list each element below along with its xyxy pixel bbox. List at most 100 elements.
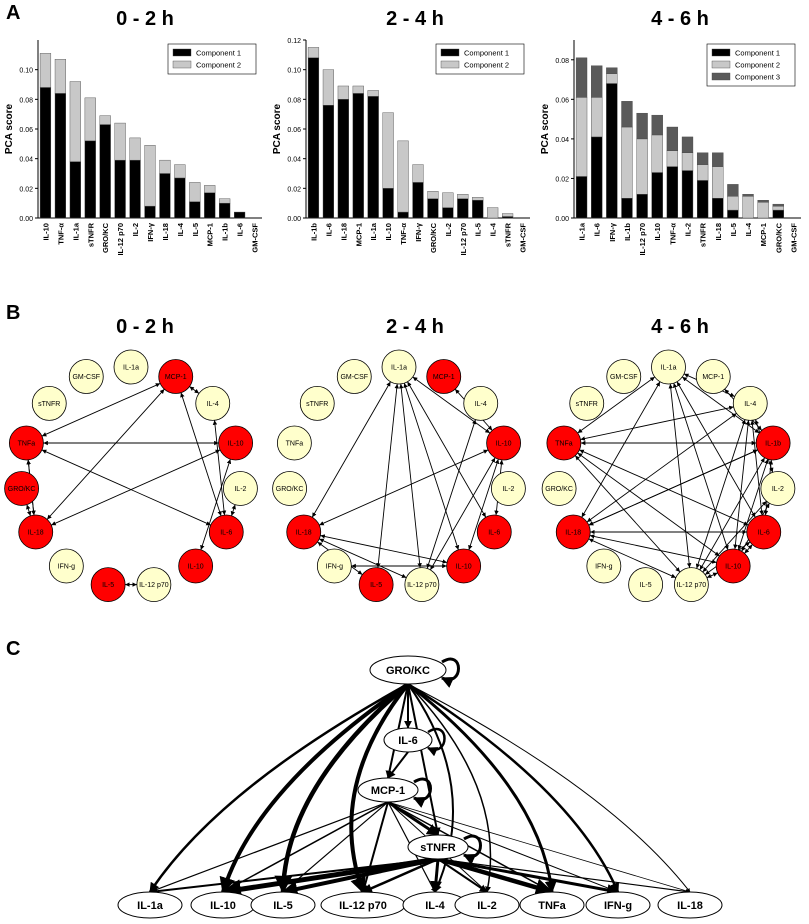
bar-segment <box>99 124 111 219</box>
bar-segment <box>502 216 514 219</box>
network-node-label: IL-12 p70 <box>677 582 707 589</box>
y-tick-label: 0.06 <box>19 127 33 134</box>
hierarchy-node-top-label: GRO/KC <box>386 665 430 677</box>
network-node-label: IL-4 <box>744 401 756 408</box>
network-node-label: sTNFR <box>306 401 328 408</box>
bar-segment <box>472 197 484 201</box>
bar-segment <box>367 96 379 219</box>
legend-swatch <box>711 60 731 69</box>
x-tick-label: MCP-1 <box>354 223 363 246</box>
hierarchy-node-bottom-label: TNFa <box>538 900 566 912</box>
bar-segment <box>591 65 603 98</box>
x-tick-label: IL-4 <box>489 222 498 236</box>
x-tick-label: IFN-γ <box>414 222 423 242</box>
network-edge <box>579 449 749 526</box>
network-node <box>695 359 731 394</box>
bar-segment <box>39 53 52 88</box>
x-tick-label: IL-18 <box>339 223 348 241</box>
bar-segment <box>487 207 499 219</box>
network-edge <box>695 419 746 569</box>
network-node-label: IL-6 <box>758 530 770 537</box>
hierarchy-edge <box>407 683 441 836</box>
legend-entry: Component 1 <box>735 49 780 58</box>
network-edge <box>426 419 477 569</box>
network-edge <box>230 504 236 516</box>
network-node-label: IL-10 <box>456 563 472 570</box>
network-node <box>541 471 577 506</box>
y-tick-label: 0.12 <box>287 38 301 45</box>
hierarchy-node-bottom-label: IFN-g <box>604 900 632 912</box>
legend-entry: Component 3 <box>735 73 780 82</box>
network-node <box>606 359 642 394</box>
bar-segment <box>397 140 409 213</box>
y-tick-label: 0.06 <box>287 127 301 134</box>
bar-segment <box>307 47 320 58</box>
network-node-label: TNFa <box>555 441 573 448</box>
legend-entry: Component 1 <box>196 49 241 58</box>
bar-segment <box>174 164 186 179</box>
network-node <box>755 425 791 461</box>
y-tick-label: 0.08 <box>287 97 301 104</box>
x-tick-label: IL-5 <box>729 223 738 236</box>
bar-segment <box>772 209 784 219</box>
x-tick-label: MCP-1 <box>759 223 768 246</box>
network-node <box>358 567 394 602</box>
x-tick-label: TNF-α <box>56 223 65 245</box>
network-node <box>68 359 104 394</box>
bar-segment <box>427 191 439 199</box>
network-node-label: IL-2 <box>234 486 246 493</box>
network-node <box>136 567 172 602</box>
network-node-label: IL-2 <box>772 486 784 493</box>
legend-entry: Component 2 <box>196 61 241 70</box>
bar-segment <box>189 182 201 202</box>
hierarchy-edge <box>362 857 439 894</box>
network-4-6h: sTNFRGM-CSFIL-1aMCP-1IL-4IL-1bIL-2IL-6IL… <box>541 349 796 602</box>
bar-segment <box>189 201 201 219</box>
bar-segment <box>367 90 379 97</box>
bar-segment <box>696 164 709 181</box>
x-tick-label: GRO/KC <box>429 222 438 253</box>
bar-segment <box>352 85 364 94</box>
bar-segment <box>144 145 156 207</box>
network-node <box>286 514 322 550</box>
network-node <box>586 548 622 584</box>
hierarchy-edge <box>148 682 409 893</box>
network-node <box>222 471 258 506</box>
hierarchy-edge <box>387 801 553 893</box>
network-edge <box>399 383 422 568</box>
hierarchy-edge <box>281 857 439 897</box>
panel-label-b: B <box>6 302 21 324</box>
x-tick-label: GM-CSF <box>519 223 528 253</box>
self-loop <box>440 657 460 688</box>
network-title-1: 2 - 4 h <box>386 316 444 338</box>
hierarchy-edge <box>149 801 389 893</box>
network-node <box>48 548 84 584</box>
x-tick-label: IL-2 <box>444 223 453 236</box>
bar-segment <box>54 59 66 94</box>
bar-segment <box>159 173 171 219</box>
bar-segment <box>651 114 663 136</box>
bar-segment <box>129 137 141 161</box>
hierarchy-edge <box>407 683 454 893</box>
network-node <box>8 425 44 461</box>
x-tick-label: IL-6 <box>324 223 333 236</box>
network-node <box>732 385 768 421</box>
x-tick-label: IL-1a <box>369 222 378 240</box>
network-node-label: sTNFR <box>576 401 598 408</box>
self-loop <box>412 777 432 808</box>
hierarchy-node-mid-label: sTNFR <box>420 842 456 854</box>
bar-segment <box>204 192 216 219</box>
bar-segment <box>651 134 663 173</box>
bar-segment <box>322 105 334 219</box>
y-tick-label: 0.00 <box>19 216 33 223</box>
bar-segment <box>54 93 66 219</box>
bar-segment <box>69 81 81 162</box>
x-tick-label: IL-5 <box>191 223 200 236</box>
network-node-label: IL-4 <box>475 401 487 408</box>
network-node <box>476 514 512 550</box>
network-edge <box>580 405 734 441</box>
bar-segment <box>727 184 739 197</box>
hierarchy-node-bottom <box>250 891 316 919</box>
network-node-label: GRO/KC <box>276 486 304 493</box>
y-tick-label: 0.02 <box>19 186 33 193</box>
